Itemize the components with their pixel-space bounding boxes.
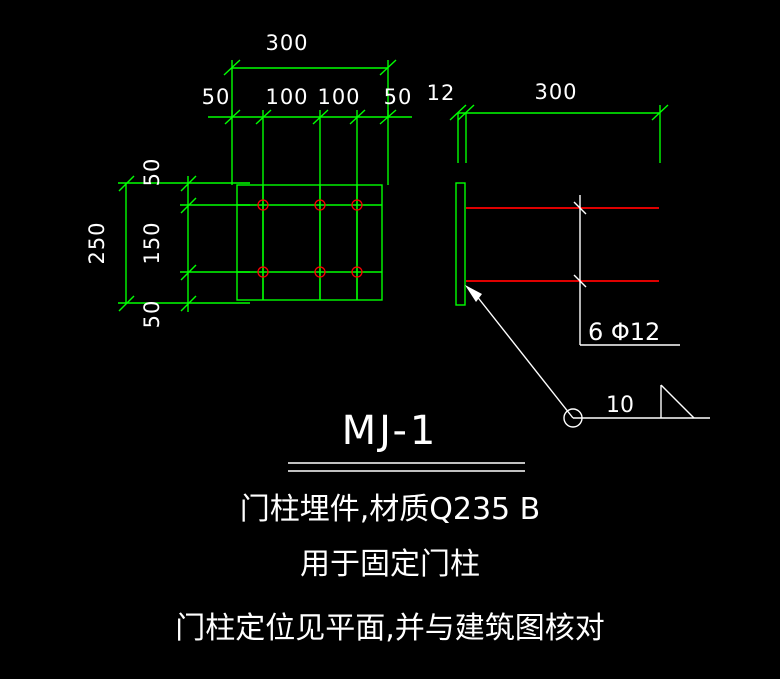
plan-dim-total-width: 300	[265, 31, 308, 55]
plan-left-segment-dimension	[180, 175, 250, 312]
plan-anchor-markers	[257, 199, 363, 278]
plan-dim-vseg-2: 150	[140, 221, 164, 264]
plan-plate-outline	[236, 184, 383, 301]
weld-size-label: 10	[606, 393, 634, 418]
fillet-weld-icon	[660, 384, 695, 419]
side-width-dimension	[458, 104, 669, 163]
side-dim-width: 300	[534, 80, 577, 104]
plan-left-overall-dimension	[118, 175, 180, 312]
plan-dim-seg-4: 50	[384, 85, 413, 109]
weld-leader-arrowhead	[465, 285, 482, 302]
side-rebar-lines	[466, 207, 659, 282]
note-line-2: 用于固定门柱	[300, 547, 480, 582]
rebar-callout-label: 6 Φ12	[588, 318, 660, 346]
plan-dim-seg-2: 100	[265, 85, 308, 109]
weld-leader-line	[471, 289, 574, 419]
plan-dim-seg-1: 50	[202, 85, 231, 109]
drawing-title: MJ-1	[342, 408, 439, 454]
side-plate-outline	[455, 182, 466, 306]
plan-dim-seg-3: 100	[317, 85, 360, 109]
plan-top-overall-dimension	[223, 59, 397, 118]
plan-dim-total-height: 250	[85, 221, 109, 264]
note-line-1: 门柱埋件,材质Q235 B	[240, 492, 541, 527]
title-underline	[288, 462, 525, 472]
side-dim-thickness: 12	[427, 81, 456, 105]
plan-dim-vseg-3: 50	[140, 300, 164, 329]
note-line-3: 门柱定位见平面,并与建筑图核对	[175, 611, 605, 646]
rebar-callout-leader	[573, 195, 680, 346]
plan-dim-vseg-1: 50	[140, 158, 164, 187]
